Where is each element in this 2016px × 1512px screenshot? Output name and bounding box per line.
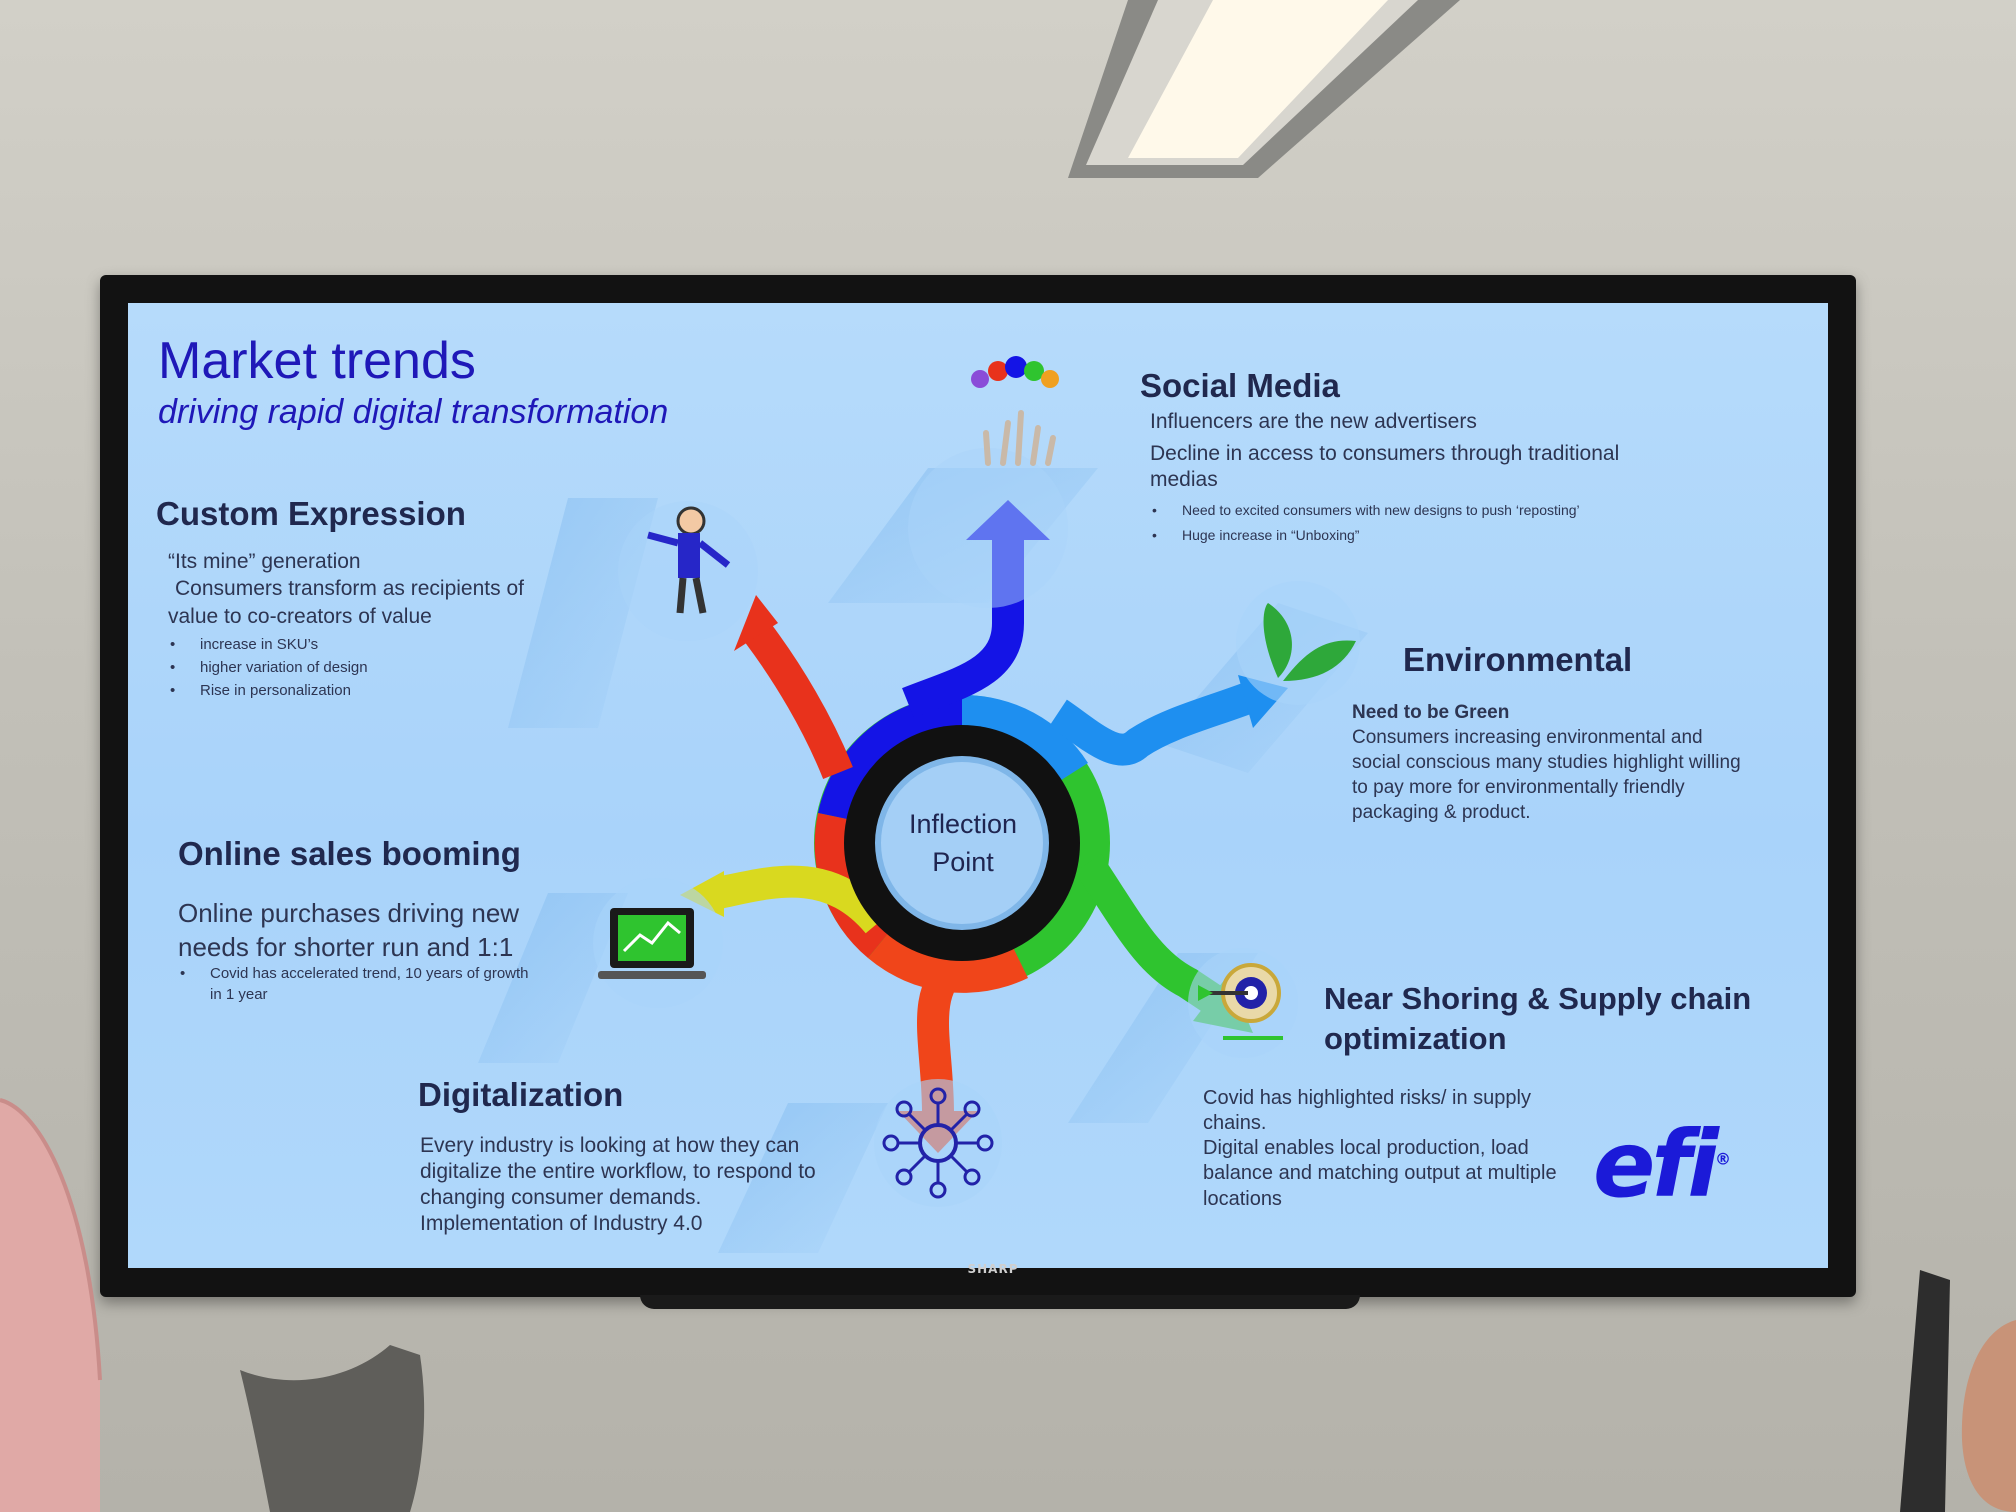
digitalization-line: changing consumer demands. [420, 1186, 702, 1209]
shadow-streak [718, 1103, 888, 1253]
custom-expression-heading: Custom Expression [156, 495, 466, 532]
social-media-bullets: Need to excited consumers with new desig… [1150, 498, 1580, 548]
arrow-right-blue [1048, 683, 1254, 766]
chair-back [240, 1345, 425, 1512]
target-arrow-icon [1188, 948, 1298, 1058]
online-sales-line: needs for shorter run and 1:1 [178, 932, 514, 962]
list-item: Rise in personalization [168, 679, 368, 702]
globe-network-icon [874, 1079, 1002, 1207]
slide-subtitle: driving rapid digital transformation [158, 393, 669, 431]
arrow-downright-green [1074, 854, 1227, 1017]
tv-stand [640, 1295, 1360, 1309]
center-label-line1: Inflection [908, 809, 1018, 839]
leaves-icon [1236, 581, 1360, 705]
center-disc [875, 756, 1049, 930]
near-shoring-line: Covid has highlighted risks/ in supply [1203, 1087, 1531, 1109]
near-shoring-line: Digital enables local production, load [1203, 1137, 1529, 1159]
digitalization-heading: Digitalization [418, 1076, 624, 1113]
running-person-icon [618, 501, 758, 641]
social-media-heading: Social Media [1140, 367, 1340, 404]
arrow-upleft-red [745, 623, 853, 779]
online-sales-line: Online purchases driving new [178, 898, 520, 928]
environmental-line: to pay more for environmentally friendly [1352, 777, 1685, 798]
audience-person-left [0, 1098, 102, 1512]
near-shoring-line: locations [1203, 1188, 1282, 1210]
slide-screen: Market trends driving rapid digital tran… [128, 303, 1828, 1268]
near-shoring-line: chains. [1203, 1112, 1267, 1134]
custom-expression-line: “Its mine” generation [168, 550, 361, 573]
online-sales-bullets: Covid has accelerated trend, 10 years of… [178, 963, 529, 1005]
arrowhead-upleft [734, 595, 778, 651]
social-media-line: Influencers are the new advertisers [1150, 410, 1477, 433]
registered-mark: ® [1714, 1149, 1731, 1169]
list-item-continuation: in 1 year [210, 986, 268, 1003]
arrowhead-left [680, 871, 724, 917]
shadow-streak [478, 893, 628, 1063]
arrow-left-yellow [714, 865, 891, 934]
social-media-line: medias [1150, 468, 1218, 491]
online-sales-heading: Online sales booming [178, 835, 521, 872]
list-item: Huge increase in “Unboxing” [1150, 523, 1580, 548]
digitalization-line: Every industry is looking at how they ca… [420, 1134, 800, 1157]
social-media-line: Decline in access to consumers through t… [1150, 442, 1620, 465]
near-shoring-heading: Near Shoring & Supply chain [1324, 981, 1752, 1016]
laptop-chart-icon [593, 878, 723, 1008]
environmental-line: packaging & product. [1352, 802, 1531, 823]
list-item: Covid has accelerated trend, 10 years of… [178, 963, 529, 984]
digitalization-line: Implementation of Industry 4.0 [420, 1212, 703, 1235]
people-hands-icon [908, 356, 1068, 608]
custom-expression-line: Consumers transform as recipients of [175, 577, 524, 600]
list-item: higher variation of design [168, 656, 368, 679]
environmental-subheading: Need to be Green [1352, 702, 1510, 723]
arrow-up-blue [902, 538, 1024, 718]
center-label-line2: Point [932, 847, 994, 877]
inflection-diagram [478, 356, 1368, 1253]
list-item: increase in SKU’s [168, 633, 368, 656]
ceiling-light [1068, 0, 1460, 178]
environmental-heading: Environmental [1403, 641, 1633, 678]
list-item: Need to excited consumers with new desig… [1150, 498, 1580, 523]
near-shoring-line: balance and matching output at multiple [1203, 1162, 1557, 1184]
digitalization-line: digitalize the entire workflow, to respo… [420, 1160, 816, 1183]
tv-brand-label: SHARP [967, 1262, 1019, 1276]
near-shoring-heading-line2: optimization [1324, 1021, 1507, 1056]
environmental-line: Consumers increasing environmental and [1352, 727, 1703, 748]
custom-expression-bullets: increase in SKU’s higher variation of de… [168, 633, 368, 702]
efi-logo-text: efi [1593, 1111, 1719, 1218]
audience-person-right [1900, 1270, 2016, 1512]
custom-expression-line: value to co-creators of value [168, 605, 432, 628]
efi-logo: efi® [1593, 1111, 1731, 1218]
slide-title: Market trends [158, 332, 476, 390]
environmental-line: social conscious many studies highlight … [1352, 752, 1741, 773]
